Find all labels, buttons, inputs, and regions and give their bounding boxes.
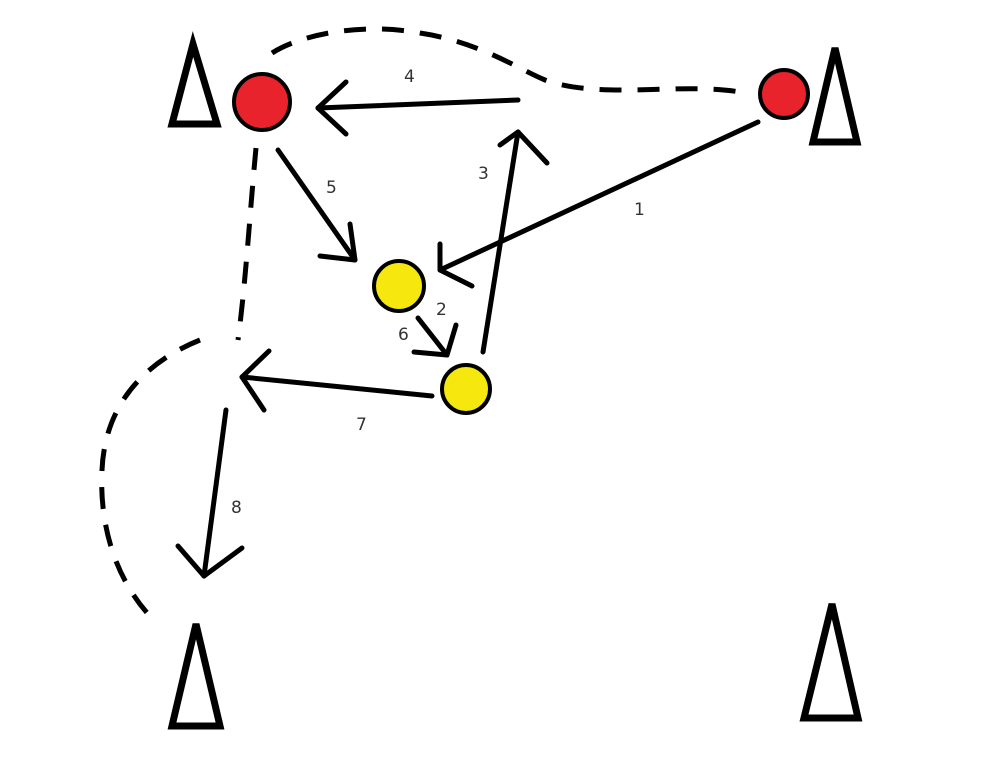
pass-label-1: 1 [634, 200, 645, 220]
red-player-top-left [232, 72, 292, 132]
pass-arrow-3 [480, 129, 550, 355]
pass-arrow-4 [315, 79, 521, 137]
pass-arrow-8 [175, 407, 245, 579]
cone-top-left [167, 31, 222, 128]
pass-label-2: 2 [436, 300, 447, 320]
pass-arrow-7 [239, 348, 435, 413]
run-path-top [270, 26, 741, 95]
pass-label-7: 7 [356, 415, 367, 435]
cone-bottom-left [167, 623, 225, 730]
pass-label-6: 6 [398, 325, 409, 345]
pass-label-4: 4 [404, 67, 415, 87]
pass-arrow-5 [275, 147, 358, 263]
red-player-top-right [758, 68, 810, 120]
pass-label-5: 5 [326, 178, 337, 198]
cone-bottom-right [799, 603, 863, 722]
run-path-left-down [235, 147, 259, 341]
pass-label-3: 3 [478, 164, 489, 184]
pass-arrow-2 [411, 315, 459, 358]
yellow-player-lower [440, 363, 492, 415]
run-path-left-curve [99, 337, 201, 616]
yellow-player-upper [372, 259, 426, 313]
cone-top-right [808, 47, 862, 146]
pass-arrow-1 [437, 119, 761, 289]
pass-label-8: 8 [231, 498, 242, 518]
